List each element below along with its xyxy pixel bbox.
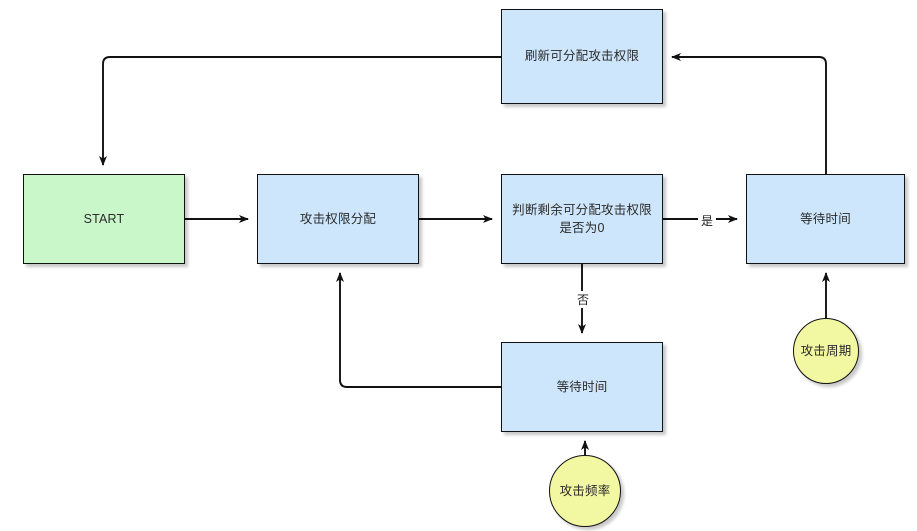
node-refresh-attack-permission[interactable]: 刷新可分配攻击权限 (501, 9, 663, 104)
edge-wait-right-to-refresh (671, 53, 827, 174)
edge-refresh-to-start (99, 56, 501, 166)
node-start[interactable]: START (23, 174, 185, 264)
edge-label-yes: 是 (698, 212, 717, 229)
node-label: 攻击权限分配 (299, 211, 377, 226)
node-label: 判断剩余可分配攻击权限是否为0 (512, 202, 652, 235)
node-attack-frequency-parameter[interactable]: 攻击频率 (549, 455, 621, 527)
node-attack-cycle-parameter[interactable]: 攻击周期 (793, 318, 859, 384)
node-wait-time-right[interactable]: 等待时间 (746, 174, 905, 264)
node-label: 等待时间 (556, 379, 608, 394)
node-label: 等待时间 (800, 211, 851, 226)
node-label: 攻击周期 (800, 343, 852, 358)
edge-wait-bottom-to-allocate (336, 272, 501, 388)
edge-label-no: 否 (574, 291, 593, 308)
node-wait-time-bottom[interactable]: 等待时间 (501, 342, 663, 432)
node-label: 攻击频率 (559, 483, 611, 498)
node-label: 刷新可分配攻击权限 (524, 49, 640, 64)
node-decision-remaining-permission-zero[interactable]: 判断剩余可分配攻击权限是否为0 (501, 174, 663, 264)
node-attack-permission-allocation[interactable]: 攻击权限分配 (257, 174, 419, 264)
node-label: START (83, 211, 125, 226)
